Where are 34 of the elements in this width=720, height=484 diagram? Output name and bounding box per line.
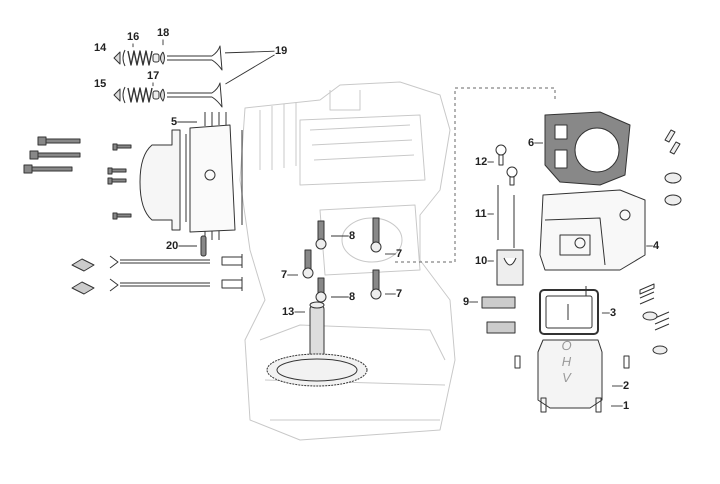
callout-number: 4 [653, 240, 660, 252]
callout-number: 2 [623, 380, 630, 392]
leader-line [224, 50, 275, 54]
leader-line [330, 296, 350, 298]
cover-lettering: OHV [559, 338, 573, 386]
callout-number: 7 [396, 248, 402, 260]
callout-number: 12 [475, 156, 488, 168]
callout-number: 5 [171, 116, 178, 128]
callout-number: 1 [623, 400, 630, 412]
callout-number: 17 [147, 70, 160, 82]
callout-number: 11 [475, 208, 487, 220]
callout-number: 19 [275, 45, 288, 57]
callout-number: 7 [281, 269, 288, 281]
leader-line [162, 39, 164, 46]
callout-number: 20 [166, 240, 178, 252]
leader-line [225, 54, 275, 84]
callout-number: 8 [349, 291, 356, 303]
callout-number: 15 [94, 78, 106, 90]
callout-number: 10 [475, 255, 488, 267]
callout-number: 9 [463, 296, 470, 308]
callout-number: 18 [157, 27, 170, 39]
callout-number: 8 [349, 230, 356, 242]
callout-number: 3 [610, 307, 616, 319]
callout-number: 16 [127, 31, 140, 43]
leader-line [534, 142, 544, 144]
callout-number: 6 [528, 137, 534, 149]
callout-number: 7 [396, 288, 402, 300]
leader-line [601, 312, 610, 314]
leader-line [487, 260, 494, 262]
leader-line [286, 274, 298, 276]
leader-line [152, 82, 154, 87]
callout-number: 13 [282, 306, 294, 318]
leader-line [132, 43, 134, 48]
callout-number: 14 [94, 42, 106, 54]
